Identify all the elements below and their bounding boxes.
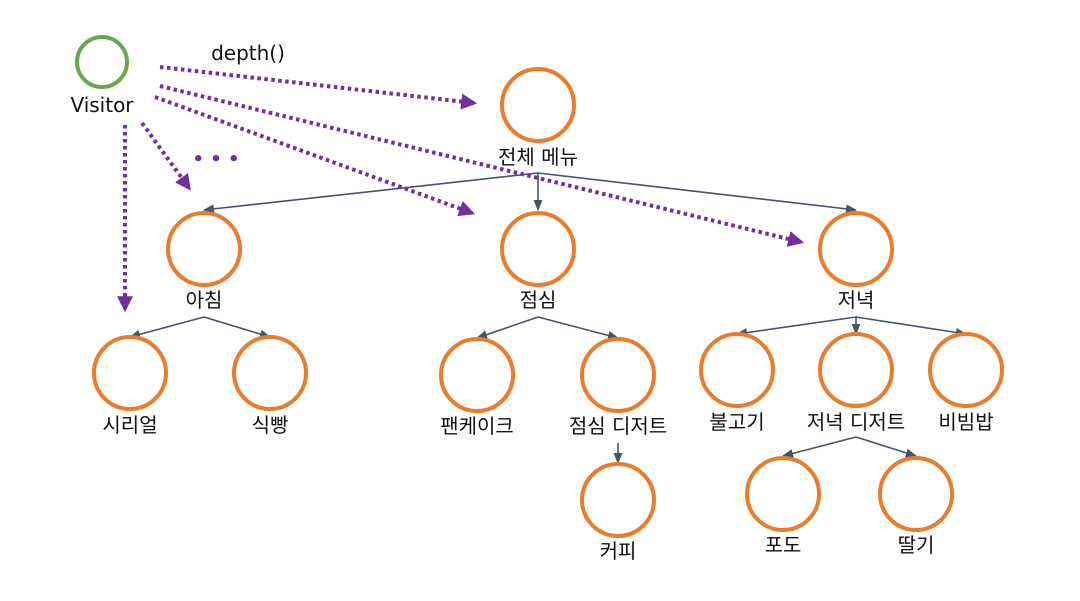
label-lunch: 점심	[520, 288, 557, 312]
edge-dinner-bulgogi	[735, 316, 857, 338]
visitor-arrow-dinner	[159, 84, 805, 247]
node-coffee	[580, 462, 656, 538]
label-grape: 포도	[765, 533, 802, 557]
label-root: 전체 메뉴	[498, 145, 578, 169]
node-root	[500, 67, 576, 143]
label-bulgogi: 불고기	[709, 410, 764, 434]
label-pancake: 팬케이크	[440, 414, 514, 438]
label-dinner-dessert: 저녁 디저트	[807, 410, 905, 434]
label-lunch-dessert: 점심 디저트	[569, 414, 667, 438]
edge-dessert-grape	[781, 436, 857, 458]
label-dinner: 저녁	[838, 288, 875, 312]
edge-lunch-pancake	[475, 316, 539, 339]
visitor-node: Visitor	[70, 35, 134, 117]
edge-root-breakfast	[202, 172, 539, 214]
node-lunch	[500, 211, 576, 287]
call-label: depth()	[211, 41, 285, 65]
edge-root-dinner	[537, 172, 858, 214]
edge-breakfast-bread	[203, 316, 272, 339]
ellipsis-indicator: • • •	[192, 149, 239, 170]
node-strawberry	[878, 456, 954, 532]
node-lunch-dessert	[580, 337, 656, 413]
label-breakfast: 아침	[186, 288, 223, 312]
visitor-label: Visitor	[70, 93, 134, 117]
label-strawberry: 딸기	[898, 533, 935, 557]
visitor-arrow-root	[159, 65, 478, 110]
node-labels: 전체 메뉴 아침 점심 저녁 시리얼 식빵 팬케이크 점심 디저트 커피 불고기…	[102, 145, 993, 563]
node-dinner-dessert	[818, 332, 894, 408]
label-coffee: 커피	[600, 539, 637, 563]
tree-nodes	[92, 67, 1004, 538]
edge-lunch-dessert	[537, 316, 620, 340]
node-cereal	[92, 335, 168, 411]
tree-edges	[128, 172, 968, 465]
label-bibimbap: 비빔밥	[938, 410, 993, 434]
visitor-arrow-breakfast	[140, 121, 191, 191]
edge-dinner-bibimbap	[855, 316, 968, 337]
node-dinner	[818, 211, 894, 287]
edge-dessert-strawberry	[855, 436, 918, 458]
node-bread	[232, 335, 308, 411]
label-cereal: 시리얼	[102, 413, 157, 437]
visitor-arrow-lunch	[154, 95, 476, 217]
label-bread: 식빵	[252, 413, 289, 437]
node-grape	[745, 456, 821, 532]
visitor-arrows	[117, 65, 805, 313]
node-breakfast	[166, 211, 242, 287]
node-bibimbap	[928, 332, 1004, 408]
node-pancake	[439, 337, 515, 413]
edge-breakfast-cereal	[128, 316, 205, 339]
node-bulgogi	[699, 332, 775, 408]
visitor-circle	[75, 35, 129, 89]
